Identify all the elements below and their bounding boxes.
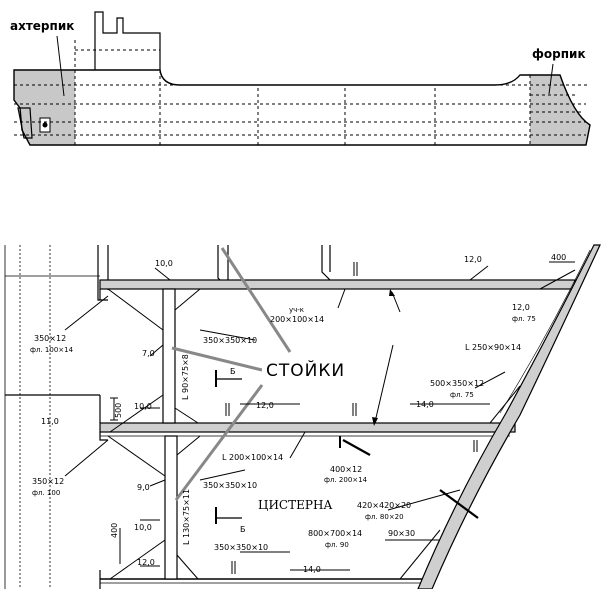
- flange-75-mid: фл. 75: [450, 391, 474, 399]
- fore-peak-leader: [548, 63, 554, 95]
- thick-pointer: [342, 439, 371, 456]
- flange-200x14: фл. 200×14: [324, 476, 368, 484]
- flange-80x20: фл. 80×20: [365, 513, 404, 521]
- ship-profile: ахтерпик форпик: [10, 11, 591, 146]
- fore-peak-region: [530, 75, 590, 145]
- rudder: [17, 107, 33, 139]
- plate-400x12: 400×12: [330, 465, 362, 474]
- dim-9-0: 9,0: [137, 483, 150, 492]
- bracket-top-label: 350×350×10: [203, 336, 257, 345]
- dim-400-top: 400: [551, 253, 566, 262]
- stanchion-pointer: [220, 247, 292, 353]
- dim-14-0-mid: 14,0: [416, 400, 434, 409]
- section-mark-b-low: Б: [240, 525, 246, 534]
- flange-90: фл. 90: [325, 541, 349, 549]
- bracket-low-label: 350×350×10: [214, 543, 268, 552]
- arrow-head: [389, 289, 395, 296]
- dim-350x12-low: 350×12: [32, 477, 64, 486]
- aft-peak-region: [14, 70, 75, 145]
- dim-7-0: 7,0: [142, 349, 155, 358]
- hull-outline: [13, 69, 591, 146]
- aft-peak-label: ахтерпик: [10, 19, 74, 33]
- superstructure-outline: [94, 11, 161, 70]
- bracket-line: [176, 435, 201, 456]
- angle-130x75x11: L 130×75×11: [182, 489, 191, 545]
- dim-12-0-right: 12,0: [512, 303, 530, 312]
- bracket-line: [399, 529, 441, 580]
- uch-k-dims: 200×100×14: [270, 315, 324, 324]
- uch-k-label: уч-к: [289, 306, 304, 314]
- angle-90x75x8: L 90×75×8: [181, 354, 190, 400]
- bracket-line: [176, 554, 199, 580]
- dim-10-0-low: 10,0: [134, 523, 152, 532]
- dim-12-0-low: 12,0: [137, 558, 155, 567]
- arrow: [374, 344, 394, 423]
- structural-section: Б Б: [4, 244, 601, 589]
- angle-200x100x14: L 200×100×14: [222, 453, 283, 462]
- arrow-head: [372, 417, 378, 426]
- dim-12-0-mid: 12,0: [256, 401, 274, 410]
- dim-12-0-top: 12,0: [464, 255, 482, 264]
- propeller-hub: [42, 122, 48, 128]
- web-frame: [217, 245, 223, 283]
- thick-pointer: [439, 489, 479, 519]
- web-frame: [321, 245, 331, 281]
- bracket-line: [107, 435, 166, 477]
- dim-400-low: 400: [110, 523, 119, 538]
- plate-500x350x12: 500×350×12: [430, 379, 484, 388]
- dim-14-0-low: 14,0: [303, 565, 321, 574]
- stanchions-label-bg: [262, 357, 354, 381]
- stanchion-upper: [162, 288, 176, 424]
- stanchion-lower: [164, 435, 178, 580]
- dim-500: 500: [114, 403, 123, 418]
- plate-800x700x14: 800×700×14: [308, 529, 362, 538]
- dim-10-0-mid: 10,0: [134, 402, 152, 411]
- shell-plating: [417, 244, 601, 589]
- stanchions-label: СТОЙКИ: [266, 359, 345, 381]
- flange-100: фл. 100: [32, 489, 60, 497]
- bracket-line: [109, 394, 164, 433]
- dim-90x30: 90×30: [388, 529, 415, 538]
- angle-250x90x14: L 250×90×14: [465, 343, 521, 352]
- bracket-line: [107, 288, 164, 331]
- tank-label: ЦИСТЕРНА: [258, 498, 333, 512]
- fore-peak-label: форпик: [532, 47, 586, 61]
- dim-10-0-top: 10,0: [155, 259, 173, 268]
- bracket-line: [109, 539, 166, 580]
- middle-deck-plate: [99, 422, 516, 433]
- dim-350x12-top: 350×12: [34, 334, 66, 343]
- stanchion-pointer: [171, 346, 263, 372]
- flange-100x14: фл. 100×14: [30, 346, 74, 354]
- flange-75-right: фл. 75: [512, 315, 536, 323]
- stiffener-markers: [225, 262, 478, 574]
- aft-peak-leader: [56, 35, 65, 97]
- upper-deck-plate: [99, 279, 576, 290]
- bracket-mid-label: 350×350×10: [203, 481, 257, 490]
- plate-420x420x20: 420×420×20: [357, 501, 411, 510]
- dim-11-0: 11,0: [41, 417, 59, 426]
- bracket-line: [539, 269, 576, 290]
- web-frame: [97, 245, 108, 301]
- bracket-line: [489, 385, 521, 424]
- bracket-line: [174, 407, 199, 424]
- leader-lines: [64, 265, 506, 571]
- frame-edge: [99, 432, 108, 441]
- bracket-line: [174, 288, 201, 311]
- section-mark-b-top: Б: [230, 367, 236, 376]
- shell-inner-line: [499, 249, 591, 414]
